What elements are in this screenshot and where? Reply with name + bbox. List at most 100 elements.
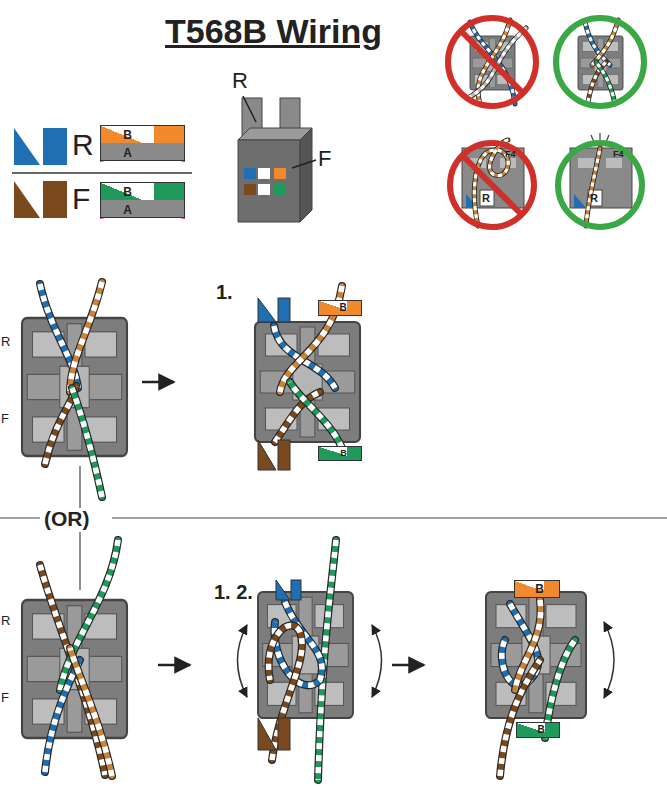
or-divider: (OR) [44,508,90,529]
pair-letter: A [101,204,154,216]
jack-step-1 [275,392,320,442]
pair-strip: BA [100,125,185,161]
jack-mark: R [590,193,598,204]
jack-step-1-2 [291,580,301,600]
jack-before [72,388,102,497]
jack-finished [486,592,586,718]
callout-letter: F [318,148,331,170]
jack-before [40,565,105,775]
jack-before [72,388,102,497]
right-example [596,62,615,104]
jack-step-1 [278,440,290,470]
step-number: 1. 2. [214,582,253,602]
right-example [586,148,600,226]
legend-color-squares [14,181,40,218]
row-letter: R [1,335,10,348]
jack-step-1 [258,440,276,470]
right-example [556,18,644,106]
right-example [596,62,615,104]
right-example [558,133,642,227]
pair-letter: A [101,147,154,159]
jack-before [45,660,80,772]
jack-illustration [258,184,270,195]
pair-strip: BA [100,182,185,218]
wrong-example [450,140,534,227]
jack-step-1 [275,392,320,442]
jack-finished [486,592,614,776]
pair-tag: B [318,446,362,461]
jack-before [45,660,80,772]
jack-before [70,648,112,776]
right-example [556,18,644,106]
right-example [558,143,642,227]
step-arrow [158,664,190,667]
jack-illustration [274,184,286,195]
pair-tag: B [516,722,560,738]
pair-letter: B [517,725,545,735]
jack-illustration [300,128,312,222]
right-example [588,190,602,206]
jack-before [70,282,102,392]
jack-illustration [238,128,312,140]
pair-letter: B [101,186,154,198]
jack-illustration [244,184,256,195]
jack-mark: R [482,193,490,204]
jack-step-1 [258,298,276,322]
jack-step-1-2 [276,580,290,600]
jack-step-1-2 [258,718,276,750]
right-example [606,158,622,168]
jack-illustration [238,96,316,222]
step-arrow [392,664,424,667]
pair-letter: B [515,583,544,595]
legend-color-squares [14,128,40,165]
wrong-example [448,18,536,106]
separator [0,517,40,518]
pair-tag: B [514,580,560,598]
pair-tag: B [318,300,362,316]
right-example [596,62,615,104]
jack-before [60,540,118,690]
jack-finished [604,622,614,698]
jack-step-1-2 [278,718,290,750]
jack-illustration [244,168,256,179]
jack-before [40,565,105,775]
jack-illustration [274,168,286,179]
jack-illustration [258,168,270,179]
jack-before [22,282,127,497]
jack-mark: F4 [505,150,516,159]
jack-step-1-2 [269,625,302,760]
right-example [574,194,586,208]
right-example [578,36,623,90]
wrong-example [480,190,494,206]
pair-letter: B [319,449,347,458]
right-example [592,20,618,65]
jack-before [40,565,105,775]
row-letter: F [1,412,9,425]
jack-finished [515,600,541,690]
separator [79,532,80,590]
jack-step-1-2 [238,625,248,697]
wrong-example [448,18,536,106]
jack-mark: F4 [613,150,624,159]
jack-illustration [292,160,316,168]
jack-illustration [238,140,300,222]
row-letter: R [72,130,94,160]
jack-step-1 [290,382,342,448]
wrong-example [461,31,523,93]
row-letter: F [1,691,9,704]
jack-before [72,388,102,497]
legend-color-squares [43,181,67,218]
wrong-example [462,155,522,215]
jack-step-1-2 [269,625,302,760]
callout-letter: R [232,70,248,92]
jack-step-1 [290,382,342,448]
jack-before [70,648,112,776]
legend-color-squares [12,172,192,174]
jack-before [70,648,112,776]
step-arrow [142,381,174,384]
jack-before [70,282,102,392]
row-letter: F [72,184,90,214]
jack-before [45,660,80,772]
